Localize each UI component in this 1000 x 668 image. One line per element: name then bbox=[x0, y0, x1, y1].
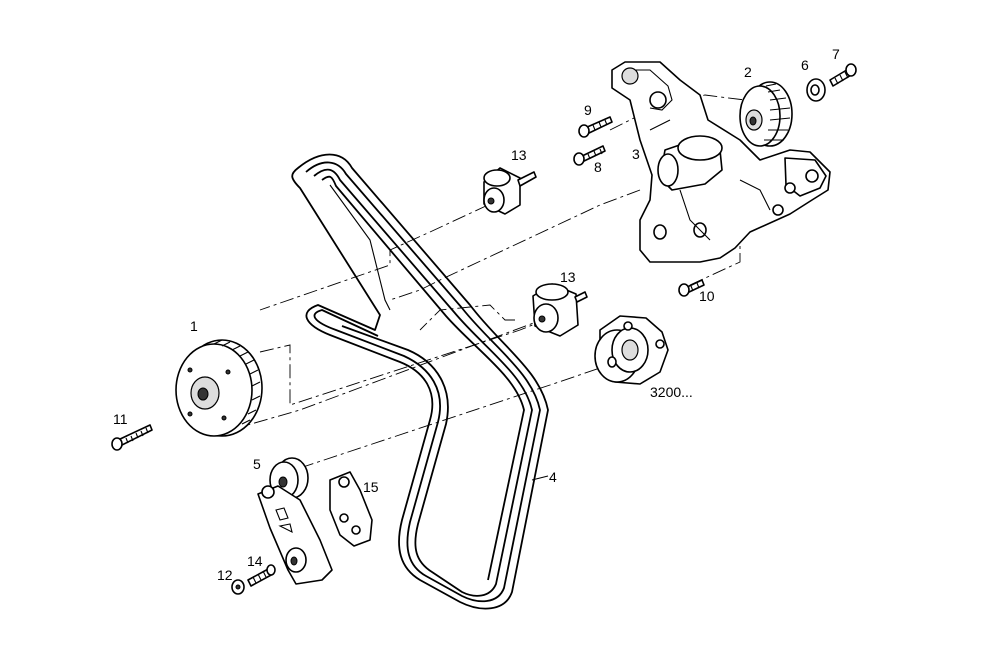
water-pump bbox=[594, 315, 669, 385]
callout-7: 7 bbox=[832, 46, 840, 62]
callout-5: 5 bbox=[253, 456, 261, 472]
idler-pulley-2 bbox=[739, 81, 793, 147]
callout-labels: 1 2 3 4 5 6 7 8 9 10 11 12 13 13 14 15 3… bbox=[113, 46, 840, 583]
callout-13-upper: 13 bbox=[511, 147, 527, 163]
callout-11: 11 bbox=[113, 411, 128, 427]
bolt-7 bbox=[829, 63, 857, 87]
tensioner-assembly bbox=[257, 457, 333, 585]
callout-8: 8 bbox=[594, 159, 602, 175]
nut-12 bbox=[231, 579, 245, 595]
bolt-8 bbox=[573, 145, 606, 166]
tensioner-plate-15 bbox=[329, 471, 373, 547]
bolt-10 bbox=[678, 279, 705, 297]
callout-4: 4 bbox=[549, 469, 557, 485]
idler-roller-13-lower bbox=[532, 283, 588, 337]
callout-2: 2 bbox=[744, 64, 752, 80]
washer-6 bbox=[806, 78, 826, 102]
bolt-9 bbox=[578, 116, 613, 138]
callout-3: 3 bbox=[632, 146, 640, 162]
tensioner-bracket bbox=[611, 61, 831, 263]
callout-15: 15 bbox=[363, 479, 379, 495]
callout-13-lower: 13 bbox=[560, 269, 576, 285]
callout-12: 12 bbox=[217, 567, 233, 583]
idler-roller-13-upper bbox=[483, 167, 537, 215]
callout-6: 6 bbox=[801, 57, 809, 73]
callout-1: 1 bbox=[190, 318, 198, 334]
bolt-14 bbox=[247, 564, 276, 587]
callout-14: 14 bbox=[247, 553, 263, 569]
crankshaft-pulley bbox=[175, 339, 263, 437]
callout-10: 10 bbox=[699, 288, 715, 304]
drive-belt bbox=[291, 153, 549, 610]
leader-lines bbox=[531, 475, 549, 481]
callout-9: 9 bbox=[584, 102, 592, 118]
callout-3200: 3200... bbox=[650, 384, 693, 400]
bolt-11 bbox=[111, 424, 153, 451]
